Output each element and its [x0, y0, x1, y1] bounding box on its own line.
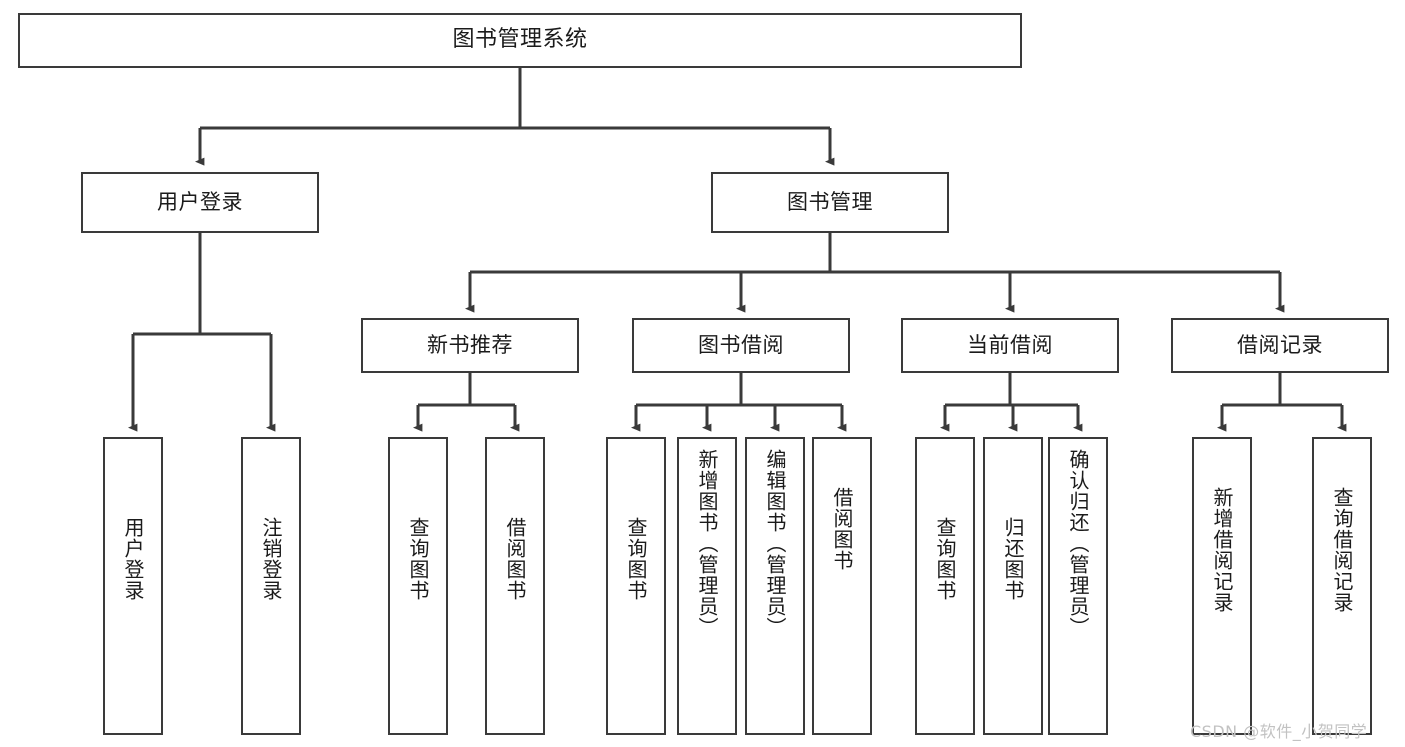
node-leaf-borrow-book-1[interactable]: 借阅图书 [485, 437, 545, 735]
node-book-borrow-label: 图书借阅 [698, 332, 784, 357]
node-leaf-query-book-3-label: 查询图书 [933, 517, 957, 601]
node-book-manage[interactable]: 图书管理 [711, 172, 949, 233]
node-current-borrow[interactable]: 当前借阅 [901, 318, 1119, 373]
node-leaf-query-book-1-label: 查询图书 [406, 517, 430, 601]
node-leaf-add-book-admin[interactable]: 新增图书（管理员） [677, 437, 737, 735]
node-leaf-query-borrow-record[interactable]: 查询借阅记录 [1312, 437, 1372, 735]
node-leaf-confirm-return-admin[interactable]: 确认归还（管理员） [1048, 437, 1108, 735]
node-book-manage-label: 图书管理 [787, 189, 873, 214]
node-leaf-borrow-book-2[interactable]: 借阅图书 [812, 437, 872, 735]
node-leaf-add-borrow-record-label: 新增借阅记录 [1210, 487, 1234, 613]
node-user-login[interactable]: 用户登录 [81, 172, 319, 233]
csdn-watermark: CSDN @软件_小贺同学 [1190, 722, 1368, 741]
node-leaf-return-book[interactable]: 归还图书 [983, 437, 1043, 735]
node-new-book-recommend[interactable]: 新书推荐 [361, 318, 579, 373]
node-book-borrow[interactable]: 图书借阅 [632, 318, 850, 373]
node-root[interactable]: 图书管理系统 [18, 13, 1022, 68]
node-leaf-logout-login[interactable]: 注销登录 [241, 437, 301, 735]
node-leaf-add-book-admin-label: 新增图书（管理员） [695, 449, 719, 638]
node-leaf-query-book-2-label: 查询图书 [624, 517, 648, 601]
node-leaf-add-borrow-record[interactable]: 新增借阅记录 [1192, 437, 1252, 735]
node-current-borrow-label: 当前借阅 [967, 332, 1053, 357]
node-leaf-query-book-3[interactable]: 查询图书 [915, 437, 975, 735]
node-new-book-recommend-label: 新书推荐 [427, 332, 513, 357]
node-leaf-confirm-return-admin-label: 确认归还（管理员） [1066, 449, 1090, 638]
node-leaf-user-login-label: 用户登录 [121, 517, 145, 601]
node-leaf-borrow-book-1-label: 借阅图书 [503, 517, 527, 601]
node-leaf-query-book-1[interactable]: 查询图书 [388, 437, 448, 735]
node-borrow-record[interactable]: 借阅记录 [1171, 318, 1389, 373]
node-leaf-logout-login-label: 注销登录 [259, 517, 283, 601]
node-leaf-query-borrow-record-label: 查询借阅记录 [1330, 487, 1354, 613]
node-leaf-return-book-label: 归还图书 [1001, 517, 1025, 601]
node-leaf-query-book-2[interactable]: 查询图书 [606, 437, 666, 735]
node-borrow-record-label: 借阅记录 [1237, 332, 1323, 357]
node-leaf-edit-book-admin-label: 编辑图书（管理员） [763, 449, 787, 638]
node-leaf-edit-book-admin[interactable]: 编辑图书（管理员） [745, 437, 805, 735]
node-user-login-label: 用户登录 [157, 189, 243, 214]
node-leaf-borrow-book-2-label: 借阅图书 [830, 487, 854, 571]
node-root-label: 图书管理系统 [452, 27, 588, 53]
node-leaf-user-login[interactable]: 用户登录 [103, 437, 163, 735]
